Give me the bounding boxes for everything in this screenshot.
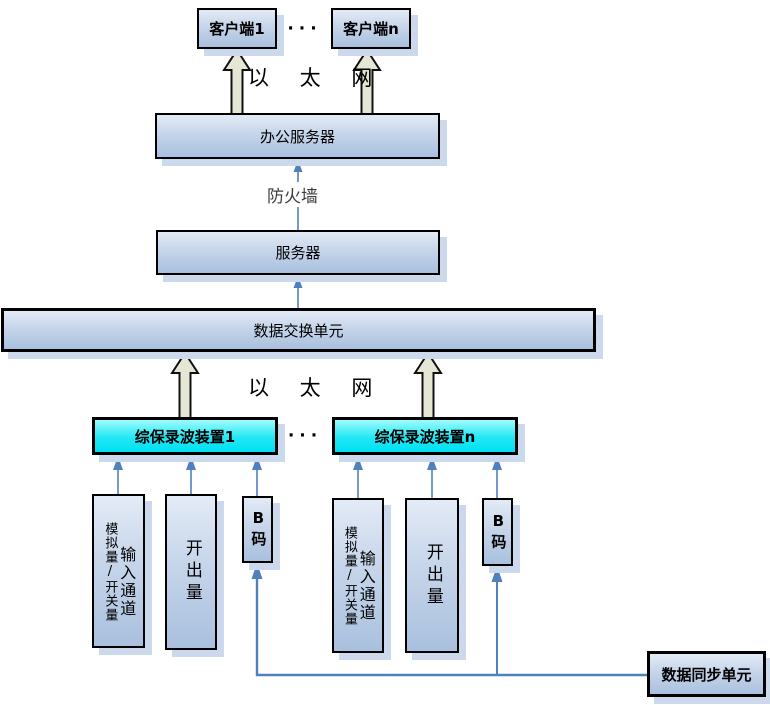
- output-quantity-label-n: 开出量: [422, 542, 443, 609]
- node-recorder-1: 综保录波装置1: [92, 417, 278, 455]
- node-recorder-n-label: 综保录波装置n: [374, 427, 476, 446]
- node-output-quantity-1: 开出量: [165, 494, 217, 650]
- node-server-label: 服务器: [275, 244, 321, 262]
- node-client-1-label: 客户端1: [209, 20, 265, 38]
- node-client-n: 客户端n: [331, 8, 411, 49]
- ethernet-arrow-clientn: [352, 48, 382, 115]
- ellipsis-recorders: ···: [287, 426, 323, 446]
- node-analog-input-channel-1: 模拟量/开关量 输入通道: [92, 494, 145, 648]
- io-feed-arrows-left: [113, 456, 262, 496]
- node-data-sync-unit: 数据同步单元: [647, 651, 766, 697]
- node-data-exchange-unit: 数据交换单元: [1, 308, 596, 352]
- analog-switch-label-n: 模拟量/开关量: [341, 526, 357, 626]
- node-client-1: 客户端1: [197, 8, 277, 49]
- node-b-code-n: B码: [482, 498, 513, 566]
- node-data-exchange-unit-label: 数据交换单元: [253, 321, 344, 340]
- node-analog-input-channel-n: 模拟量/开关量 输入通道: [332, 498, 384, 653]
- input-channel-label-1: 输入通道: [117, 546, 137, 618]
- analog-switch-label-1: 模拟量/开关量: [102, 522, 118, 622]
- ethernet-label-mid: 以 太 网: [248, 376, 385, 400]
- exchange-to-server-arrow: [293, 276, 303, 308]
- node-b-code-1: B码: [242, 496, 273, 563]
- ethernet-arrow-recordern: [413, 351, 443, 419]
- node-server: 服务器: [156, 230, 440, 275]
- io-feed-arrows-right: [353, 456, 502, 498]
- node-office-server: 办公服务器: [155, 113, 440, 159]
- node-data-sync-unit-label: 数据同步单元: [661, 665, 752, 684]
- node-recorder-1-label: 综保录波装置1: [134, 427, 236, 446]
- ethernet-arrow-recorder1: [170, 351, 200, 419]
- b-code-label-n: B码: [489, 511, 508, 553]
- ethernet-label-top: 以 太 网: [248, 66, 385, 90]
- ethernet-arrow-client1: [222, 48, 252, 115]
- node-output-quantity-n: 开出量: [405, 498, 459, 653]
- node-client-n-label: 客户端n: [343, 20, 399, 38]
- input-channel-label-n: 输入通道: [356, 550, 376, 622]
- b-code-label-1: B码: [249, 509, 268, 550]
- firewall-label: 防火墙: [264, 182, 321, 207]
- sync-feed-lines: [251, 563, 647, 677]
- ellipsis-clients: ···: [287, 18, 322, 39]
- node-office-server-label: 办公服务器: [259, 127, 335, 146]
- output-quantity-label-1: 开出量: [181, 539, 202, 605]
- node-recorder-n: 综保录波装置n: [332, 417, 518, 455]
